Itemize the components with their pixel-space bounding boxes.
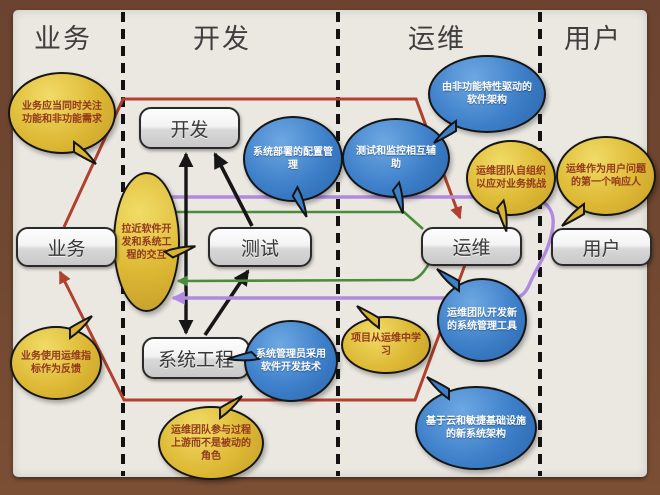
- callout-tail: [69, 315, 93, 340]
- callout-text: 系统部署的配置管理: [253, 147, 333, 171]
- callout-tail: [291, 185, 308, 218]
- column-header-business: 业务: [34, 24, 92, 55]
- callout-text: 系统管理员采用软件开发技术: [256, 349, 326, 373]
- callout-text: 运维作为用户问题的第一个响应人: [566, 164, 646, 188]
- node-test: 测试: [208, 227, 312, 267]
- callout-text: 业务使用运维指标作为反馈: [21, 351, 91, 375]
- node-user: 用户: [551, 228, 652, 266]
- callout-text: 测试和监控相互辅助: [356, 146, 436, 170]
- callout-tail: [227, 350, 261, 362]
- callout-tail: [356, 305, 380, 330]
- callout-text: 运维团队自组织以应对业务挑战: [476, 166, 546, 190]
- callout-tail: [391, 180, 404, 214]
- callout-test-monitor-assist: 测试和监控相互辅助: [342, 118, 450, 214]
- callout-text: 基于云和敏捷基础设施的新系统架构: [426, 416, 526, 440]
- callout-tail: [426, 376, 450, 401]
- callout-cloud-agile-infra-arch: 基于云和敏捷基础设施的新系统架构: [415, 376, 537, 470]
- callout-sysadmin-dev-techniques: 系统管理员采用软件开发技术: [227, 320, 338, 402]
- callout-text: 拉近软件开发和系统工程的交互: [121, 223, 172, 261]
- callout-text: 运维团队开发新的系统管理工具: [447, 308, 517, 332]
- callout-tail: [162, 245, 196, 259]
- callout-nonfunctional-driven-arch: 由非功能特性驱动的软件架构: [428, 55, 546, 144]
- callout-tail: [496, 198, 508, 232]
- callout-ops-upstream-role: 运维团队参与过程上游而不是被动的角色: [158, 395, 264, 480]
- callout-close-dev-syseng-interaction: 拉近软件开发和系统工程的交互: [113, 172, 196, 312]
- callout-project-learn-from-ops: 项目从运维中学习: [341, 305, 431, 374]
- callout-tail: [219, 395, 243, 420]
- callout-biz-ops-metrics-feedback: 业务使用运维指标作为反馈: [10, 315, 102, 400]
- callout-tail: [433, 119, 457, 144]
- callout-ops-new-mgmt-tools: 运维团队开发新的系统管理工具: [436, 268, 527, 362]
- node-dev: 开发: [139, 107, 240, 149]
- callout-text: 运维团队参与过程上游而不是被动的角色: [171, 424, 251, 462]
- callout-tail: [561, 202, 585, 227]
- callout-biz-functional-nonfunctional: 业务应当同时关注功能和非功能需求: [8, 72, 116, 165]
- column-header-dev: 开发: [193, 24, 251, 55]
- callout-deploy-config-mgmt: 系统部署的配置管理: [243, 116, 343, 218]
- callout-ops-self-organize: 运维团队自组织以应对业务挑战: [466, 140, 556, 232]
- node-business: 业务: [16, 227, 117, 267]
- callout-tail: [436, 268, 460, 293]
- callout-text: 由非功能特性驱动的软件架构: [442, 82, 532, 106]
- callout-text: 业务应当同时关注功能和非功能需求: [22, 101, 102, 125]
- callout-ops-first-responder: 运维作为用户问题的第一个响应人: [556, 136, 656, 227]
- callout-tail: [73, 140, 97, 165]
- node-ops: 运维: [421, 227, 522, 266]
- callout-text: 项目从运维中学习: [351, 333, 421, 357]
- column-header-user: 用户: [564, 24, 622, 55]
- column-header-ops: 运维: [408, 24, 466, 55]
